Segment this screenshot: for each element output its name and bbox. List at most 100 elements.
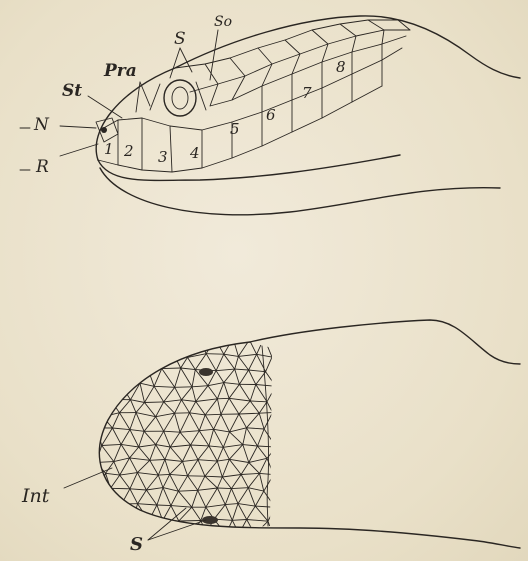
scale-edge	[190, 413, 206, 415]
scale-edge	[183, 445, 191, 461]
scale-edge	[121, 444, 130, 458]
upper-head-jaw	[100, 168, 500, 215]
scale-edge	[96, 462, 114, 463]
scale-edge	[191, 431, 200, 445]
scale-edge	[180, 431, 199, 433]
eye-pupil	[172, 87, 188, 109]
scale-edge	[114, 462, 120, 476]
scale-edge	[209, 446, 223, 447]
scale-edge	[226, 534, 239, 535]
scale-edge	[231, 475, 241, 489]
scale-edge	[120, 473, 138, 476]
scale-edge	[188, 357, 196, 369]
scale-edge	[192, 387, 196, 402]
scale-edge	[175, 387, 192, 388]
scale-edge	[255, 506, 268, 521]
scale-edge	[122, 521, 132, 535]
scale-edge	[138, 504, 157, 505]
scale-edge	[130, 489, 138, 504]
scale-edge	[217, 398, 229, 399]
scale-edge	[223, 445, 243, 448]
scale-edge	[224, 369, 235, 383]
scale-edge	[243, 445, 258, 446]
scale-edge	[248, 473, 259, 487]
scale-edge	[222, 459, 229, 477]
upper-head-throat	[98, 155, 400, 180]
scale-edge	[229, 398, 239, 414]
scale-edge	[175, 413, 180, 432]
scale-edge	[181, 368, 192, 387]
scale-edge	[241, 473, 259, 474]
scale-edge	[180, 432, 191, 445]
upper-crown-scales	[175, 20, 410, 112]
scale-edge	[255, 506, 275, 507]
scale-edge	[171, 506, 192, 508]
scale-edge	[257, 354, 272, 357]
scale-edge	[230, 428, 247, 432]
scale-edge	[95, 518, 112, 519]
scale-edge	[192, 370, 195, 387]
scale-edge	[247, 428, 258, 446]
scale-edge	[195, 354, 206, 370]
scale-edge	[247, 506, 256, 519]
scale-edge	[266, 372, 276, 387]
scale-edge	[139, 447, 150, 460]
scale-edge	[163, 488, 171, 506]
scale-number-3: 3	[158, 148, 168, 166]
scale-edge	[162, 368, 181, 369]
scale-edge	[121, 444, 139, 447]
scale-edge	[264, 475, 274, 492]
scale-edge	[179, 507, 192, 521]
scale-edge	[157, 488, 163, 505]
scale-edge	[158, 474, 169, 475]
scale-number-2: 2	[123, 142, 134, 160]
label-st: St	[62, 81, 82, 101]
upper-head-view: S So Pra St N R 1 2 3 4 5 6 7 8	[20, 14, 520, 215]
scale-edge	[267, 402, 273, 413]
scale-edge	[146, 490, 157, 505]
scale-edge	[139, 431, 144, 447]
scale-edge	[217, 383, 223, 399]
scale-edge	[206, 488, 218, 507]
lower-head-top-edge	[250, 320, 520, 364]
scale-edge	[239, 384, 250, 401]
scale-edge	[250, 385, 256, 402]
scale-edge	[238, 504, 247, 520]
scale-edge	[205, 415, 213, 429]
scale-edge	[239, 534, 255, 535]
scale-edge	[205, 414, 221, 415]
scale-edge	[199, 429, 213, 430]
scale-edge	[145, 386, 155, 402]
scale-edge	[260, 458, 268, 473]
scale-edge	[145, 342, 156, 355]
scale-edge	[156, 413, 175, 417]
scale-edge	[258, 446, 268, 458]
scale-edge	[107, 488, 111, 502]
scale-edge	[156, 417, 164, 432]
scale-edge	[95, 402, 103, 416]
scale-edge	[120, 475, 130, 489]
scale-edge	[163, 474, 170, 487]
scale-edge	[229, 384, 239, 398]
scale-edge	[97, 417, 103, 428]
scale-edge	[98, 490, 106, 502]
scale-edge	[198, 446, 209, 460]
label-r: R	[35, 157, 49, 177]
scale-edge	[130, 458, 138, 473]
scale-edge	[233, 338, 238, 356]
scale-edge	[149, 520, 163, 521]
scale-edge	[170, 461, 183, 474]
scale-edge	[178, 476, 187, 491]
scale-edge	[141, 353, 148, 370]
scale-edge	[146, 488, 163, 490]
scale-edge	[112, 504, 122, 518]
scale-edge	[162, 369, 175, 388]
scale-edge	[136, 403, 145, 413]
scale-edge	[121, 430, 130, 445]
scale-edge	[175, 387, 182, 400]
scale-edge	[198, 488, 218, 490]
scale-edge	[241, 463, 249, 475]
scale-edge	[199, 415, 205, 431]
scale-edge	[196, 386, 208, 402]
